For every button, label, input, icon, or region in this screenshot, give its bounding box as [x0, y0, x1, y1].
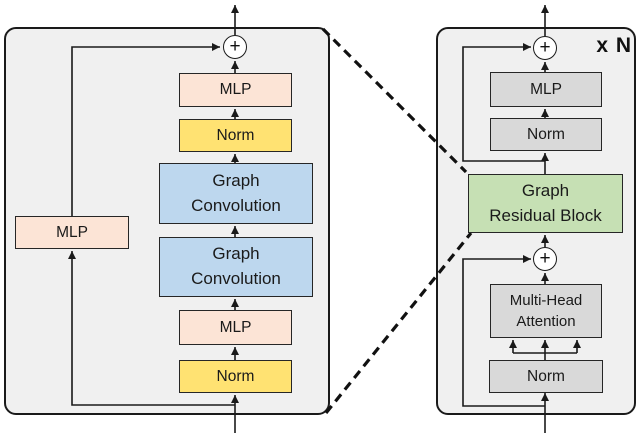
multi-head-attention-block: Multi-Head Attention [490, 284, 602, 338]
right-mlp-block: MLP [490, 72, 602, 107]
left-panel-wires [68, 5, 239, 433]
zoom-link-dashed-lines [321, 27, 473, 415]
left-skip-upper [71, 43, 220, 216]
left-mlp-top-block: MLP [179, 73, 292, 107]
repeat-count-label: x N [596, 34, 632, 57]
zoom-dash-top [321, 27, 468, 174]
left-norm-top-block: Norm [179, 119, 292, 152]
right-add-circle-top-icon: + [533, 36, 557, 60]
right-add-circle-bottom-icon: + [533, 247, 557, 271]
left-mlp-mid-block: MLP [179, 310, 292, 345]
left-graph-convolution-top-block: Graph Convolution [159, 163, 313, 224]
left-mlp-skip-block: MLP [15, 216, 129, 249]
right-skip-upper [462, 43, 545, 162]
left-norm-bottom-block: Norm [179, 360, 292, 393]
right-norm-bottom-block: Norm [489, 360, 603, 393]
right-panel-wires [462, 5, 581, 433]
right-norm-top-block: Norm [490, 118, 602, 151]
zoom-dash-bottom [324, 231, 473, 415]
left-graph-convolution-bottom-block: Graph Convolution [159, 237, 313, 297]
right-skip-lower [462, 255, 545, 407]
left-add-circle-icon: + [223, 35, 247, 59]
left-skip-lower [68, 251, 235, 406]
graph-residual-block: Graph Residual Block [468, 174, 623, 233]
